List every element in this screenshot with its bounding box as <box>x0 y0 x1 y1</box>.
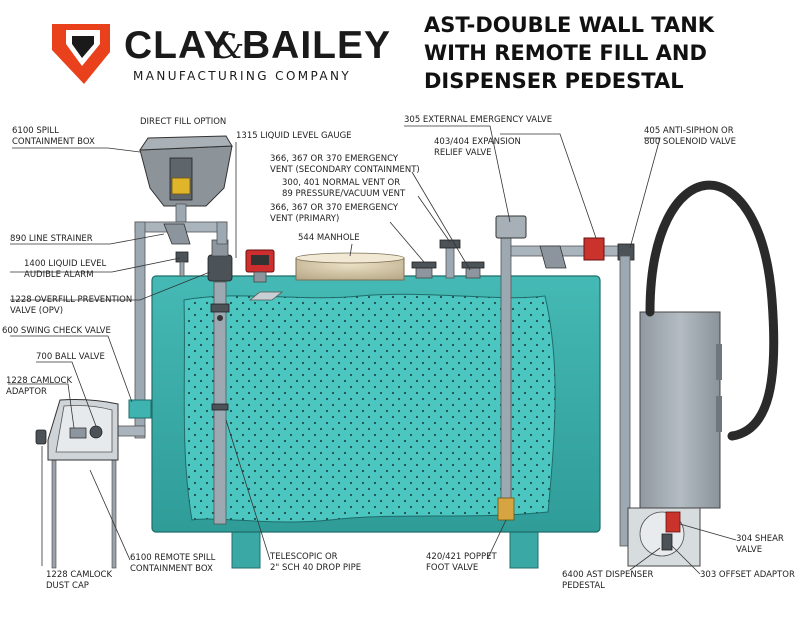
label-dust-cap-1: 1228 CAMLOCK <box>46 570 112 580</box>
strainer-dispenser-icon <box>539 245 567 269</box>
label-pedestal-2: PEDESTAL <box>562 581 605 591</box>
label-pedestal-1: 6400 AST DISPENSER <box>562 570 654 580</box>
title-line-1: AST-DOUBLE WALL TANK <box>424 13 715 37</box>
remote-spill-containment-box <box>35 399 119 569</box>
label-drop-pipe-2: 2" SCH 40 DROP PIPE <box>270 563 361 573</box>
label-emerg-pri-2: VENT (PRIMARY) <box>270 214 339 224</box>
svg-text:BAILEY: BAILEY <box>242 24 391 67</box>
label-expansion-2: RELIEF VALVE <box>434 148 492 158</box>
label-remote-spill-2: CONTAINMENT BOX <box>130 564 213 574</box>
label-alarm-1: 1400 LIQUID LEVEL <box>24 259 107 269</box>
camlock-adaptor-icon <box>69 427 87 439</box>
label-spill-box-1: 6100 SPILL <box>12 126 59 136</box>
svg-text:&: & <box>214 27 244 67</box>
double-wall-tank <box>151 252 601 569</box>
audible-alarm <box>175 251 189 277</box>
brand-logo: CLAY & BAILEY MANUFACTURING COMPANY <box>52 24 391 84</box>
label-opv-2: VALVE (OPV) <box>10 306 63 316</box>
external-emergency-valve-icon <box>583 237 605 261</box>
label-direct-fill: DIRECT FILL OPTION <box>140 117 226 127</box>
page-title: AST-DOUBLE WALL TANK WITH REMOTE FILL AN… <box>424 13 715 93</box>
svg-text:CLAY: CLAY <box>124 24 231 67</box>
label-alarm-2: AUDIBLE ALARM <box>24 270 94 280</box>
label-poppet-2: FOOT VALVE <box>426 563 478 573</box>
label-emerg-sec-2: VENT (SECONDARY CONTAINMENT) <box>270 165 420 175</box>
brand-name-right: BAILEY <box>242 24 391 67</box>
poppet-foot-valve-icon <box>497 497 515 521</box>
expansion-relief-valve-icon <box>495 215 527 239</box>
label-shear-1: 304 SHEAR <box>736 534 784 544</box>
label-manhole: 544 MANHOLE <box>298 233 360 243</box>
label-expansion-1: 403/404 EXPANSION <box>434 137 521 147</box>
label-drop-pipe-1: TELESCOPIC OR <box>269 552 338 562</box>
fuel-dot-pattern <box>184 294 556 522</box>
label-opv-1: 1228 OVERFILL PREVENTION <box>10 295 132 305</box>
callout-labels: 6100 SPILL CONTAINMENT BOX DIRECT FILL O… <box>2 115 795 591</box>
label-camlock-1: 1228 CAMLOCK <box>6 376 72 386</box>
leader-lines <box>8 125 737 575</box>
liquid-level-gauge <box>245 249 284 301</box>
label-shear-2: VALVE <box>736 545 762 555</box>
label-emerg-pri-1: 366, 367 OR 370 EMERGENCY <box>270 203 399 213</box>
line-strainer-icon <box>163 223 191 245</box>
label-antisiphon-2: 800 SOLENOID VALVE <box>644 137 736 147</box>
label-swing-check: 600 SWING CHECK VALVE <box>2 326 111 336</box>
dispenser-pedestal <box>627 180 779 567</box>
normal-vent <box>439 239 461 279</box>
brand-name-left: CLAY <box>124 24 231 67</box>
label-camlock-2: ADAPTOR <box>6 387 47 397</box>
label-strainer: 890 LINE STRAINER <box>10 234 93 244</box>
fill-drop-pipe <box>210 281 230 525</box>
suction-pipe <box>495 215 635 547</box>
label-normal-vent-1: 300, 401 NORMAL VENT OR <box>282 178 400 188</box>
brand-subtitle: MANUFACTURING COMPANY <box>133 69 351 83</box>
emergency-vent-primary <box>411 261 437 279</box>
shear-valve-icon <box>665 511 681 533</box>
tank-leg-right <box>509 527 539 569</box>
tank-leg-left <box>231 527 261 569</box>
camlock-dust-cap-icon <box>35 429 47 445</box>
label-spill-box-2: CONTAINMENT BOX <box>12 137 95 147</box>
swing-check-valve-icon <box>128 399 152 419</box>
label-offset: 303 OFFSET ADAPTOR <box>700 570 795 580</box>
label-emerg-sec-1: 366, 367 OR 370 EMERGENCY <box>270 154 399 164</box>
label-dust-cap-2: DUST CAP <box>46 581 89 591</box>
label-normal-vent-2: 89 PRESSURE/VACUUM VENT <box>282 189 406 199</box>
ball-valve-icon <box>89 425 103 439</box>
overfill-prevention-valve <box>207 239 233 282</box>
brand-ampersand: & <box>214 27 244 67</box>
title-line-3: DISPENSER PEDESTAL <box>424 69 684 93</box>
dispenser-hose <box>645 180 779 441</box>
label-poppet-1: 420/421 POPPET <box>426 552 497 562</box>
label-ball-valve: 700 BALL VALVE <box>36 352 105 362</box>
label-gauge: 1315 LIQUID LEVEL GAUGE <box>236 131 352 141</box>
spill-containment-box <box>139 135 233 223</box>
offset-adaptor-icon <box>661 533 673 551</box>
title-line-2: WITH REMOTE FILL AND <box>424 41 707 65</box>
label-remote-spill-1: 6100 REMOTE SPILL <box>130 553 216 563</box>
label-ext-emerg: 305 EXTERNAL EMERGENCY VALVE <box>404 115 552 125</box>
label-antisiphon-1: 405 ANTI-SIPHON OR <box>644 126 734 136</box>
